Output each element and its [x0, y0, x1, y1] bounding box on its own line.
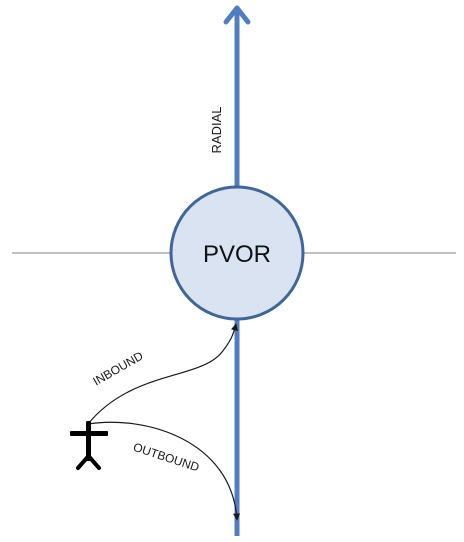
- outbound-path: [87, 421, 241, 521]
- station-label: PVOR: [203, 241, 271, 268]
- outbound-label: OUTBOUND: [131, 440, 201, 475]
- aircraft-icon: [70, 421, 108, 470]
- vor-station-circle: [169, 185, 305, 321]
- radial-label: RADIAL: [209, 107, 224, 154]
- radial-arrowhead: [223, 5, 251, 25]
- inbound-label: INBOUND: [91, 348, 146, 388]
- inbound-path: [87, 323, 238, 425]
